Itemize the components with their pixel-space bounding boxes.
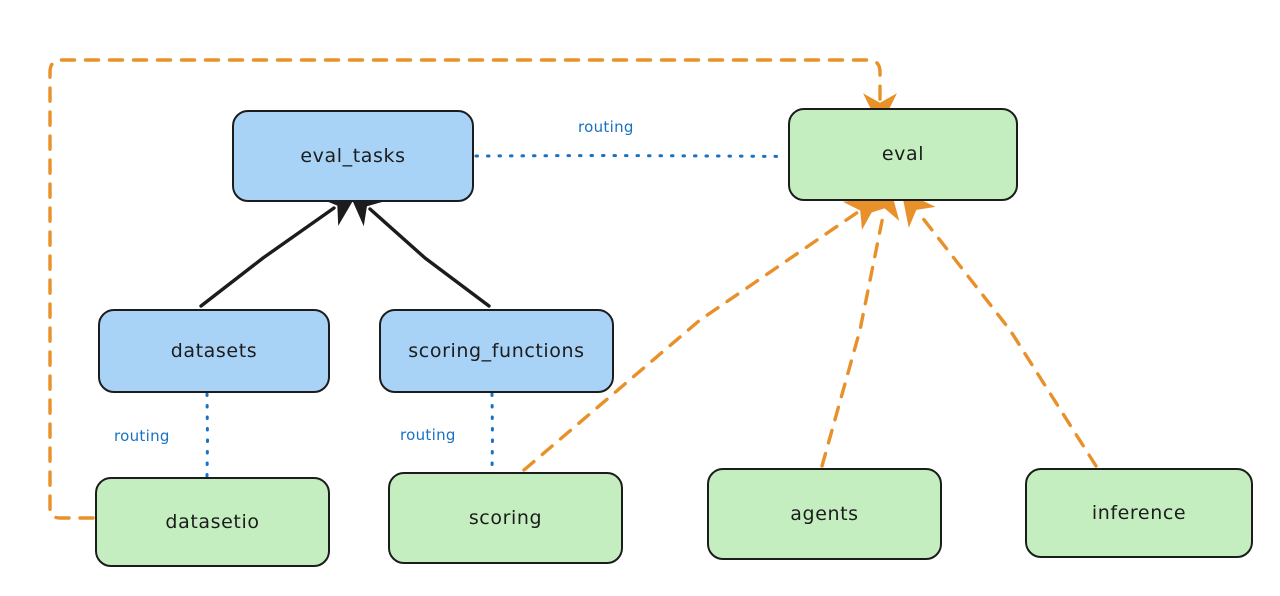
node-scoring-functions[interactable]: scoring_functions (379, 309, 614, 393)
node-datasets-label: datasets (170, 339, 258, 362)
node-inference[interactable]: inference (1025, 468, 1253, 558)
node-eval-tasks-label: eval_tasks (300, 144, 406, 167)
node-datasetio-label: datasetio (165, 510, 260, 533)
edge-datasets-eval-tasks (199, 190, 360, 308)
node-inference-label: inference (1091, 501, 1187, 524)
edge-agents-eval (820, 184, 900, 468)
node-datasets[interactable]: datasets (98, 309, 330, 393)
node-eval-tasks[interactable]: eval_tasks (232, 110, 474, 202)
edge-datasetio-eval (48, 58, 897, 520)
edge-scoring-eval (522, 196, 881, 472)
node-eval[interactable]: eval (788, 108, 1018, 201)
node-datasetio[interactable]: datasetio (95, 477, 330, 567)
edge-label-routing-datasetio: routing (114, 427, 170, 445)
node-agents[interactable]: agents (707, 468, 942, 560)
edge-label-routing-scoring: routing (400, 426, 456, 444)
node-agents-label: agents (790, 502, 859, 525)
edge-inference-eval (901, 190, 1098, 468)
node-eval-label: eval (881, 143, 925, 165)
node-scoring[interactable]: scoring (388, 472, 623, 564)
edge-routing-datasets-datasetio (205, 392, 210, 478)
edge-label-routing-eval: routing (578, 118, 634, 136)
edge-scoring-functions-eval-tasks (347, 188, 491, 308)
node-scoring-functions-label: scoring_functions (408, 339, 585, 362)
edge-routing-eval-tasks-eval (474, 153, 788, 158)
edge-routing-scoring-functions-scoring (490, 392, 495, 473)
node-scoring-label: scoring (468, 506, 543, 529)
